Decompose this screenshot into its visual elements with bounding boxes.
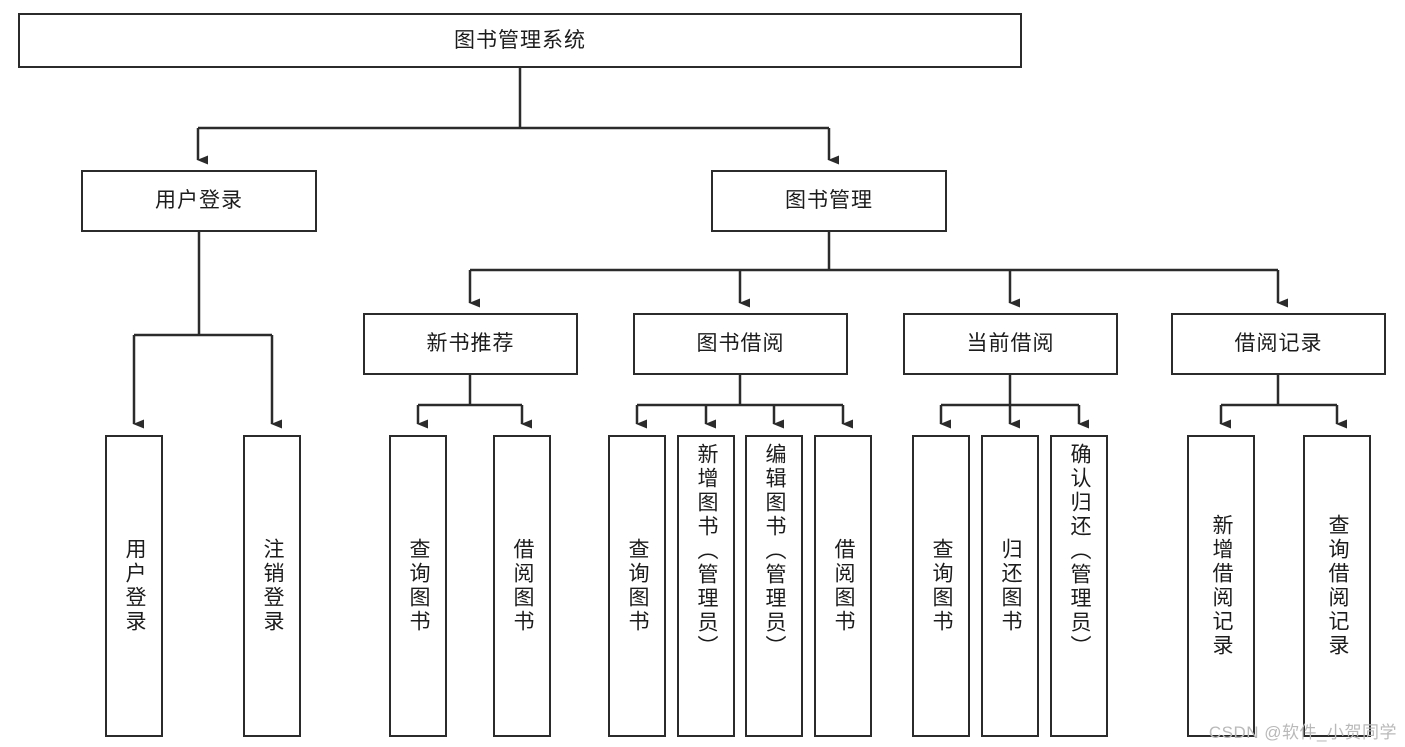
leaf-query-book-bb-label: 查询图书 [626,538,650,634]
node-book-borrow-label: 图书借阅 [696,332,785,356]
leaf-user-login-label: 用户登录 [123,538,147,634]
node-user-login[interactable]: 用户登录 [81,170,317,232]
node-new-book-recommend[interactable]: 新书推荐 [363,313,578,375]
leaf-add-book-label: 新增图书（管理员） [695,443,719,659]
node-borrow-record-label: 借阅记录 [1234,332,1323,356]
node-root[interactable]: 图书管理系统 [18,13,1022,68]
leaf-add-borrow-record-label: 新增借阅记录 [1210,514,1234,658]
leaf-borrow-book-nb[interactable]: 借阅图书 [493,435,551,737]
leaf-borrow-book-nb-label: 借阅图书 [511,538,535,634]
node-book-management[interactable]: 图书管理 [711,170,947,232]
leaf-query-borrow-record[interactable]: 查询借阅记录 [1303,435,1371,737]
leaf-query-book-nb-label: 查询图书 [407,538,431,634]
leaf-borrow-book-bb[interactable]: 借阅图书 [814,435,872,737]
node-user-login-label: 用户登录 [155,189,243,213]
leaf-edit-book[interactable]: 编辑图书（管理员） [745,435,803,737]
leaf-logout[interactable]: 注销登录 [243,435,301,737]
leaf-return-book[interactable]: 归还图书 [981,435,1039,737]
leaf-borrow-book-bb-label: 借阅图书 [832,538,856,634]
leaf-add-book[interactable]: 新增图书（管理员） [677,435,735,737]
leaf-confirm-return-label: 确认归还（管理员） [1068,443,1092,659]
leaf-query-book-bb[interactable]: 查询图书 [608,435,666,737]
watermark-text: CSDN @软件_小贺同学 [1208,723,1397,742]
node-root-label: 图书管理系统 [454,28,586,52]
node-current-borrow[interactable]: 当前借阅 [903,313,1118,375]
leaf-confirm-return[interactable]: 确认归还（管理员） [1050,435,1108,737]
leaf-logout-label: 注销登录 [261,538,285,634]
node-book-borrow[interactable]: 图书借阅 [633,313,848,375]
leaf-query-book-nb[interactable]: 查询图书 [389,435,447,737]
node-current-borrow-label: 当前借阅 [966,332,1055,356]
node-new-book-recommend-label: 新书推荐 [426,332,515,356]
leaf-user-login[interactable]: 用户登录 [105,435,163,737]
leaf-query-book-cb-label: 查询图书 [930,538,954,634]
leaf-add-borrow-record[interactable]: 新增借阅记录 [1187,435,1255,737]
leaf-query-borrow-record-label: 查询借阅记录 [1326,514,1350,658]
node-book-management-label: 图书管理 [785,189,873,213]
node-borrow-record[interactable]: 借阅记录 [1171,313,1386,375]
leaf-return-book-label: 归还图书 [999,538,1023,634]
leaf-query-book-cb[interactable]: 查询图书 [912,435,970,737]
leaf-edit-book-label: 编辑图书（管理员） [763,443,787,659]
